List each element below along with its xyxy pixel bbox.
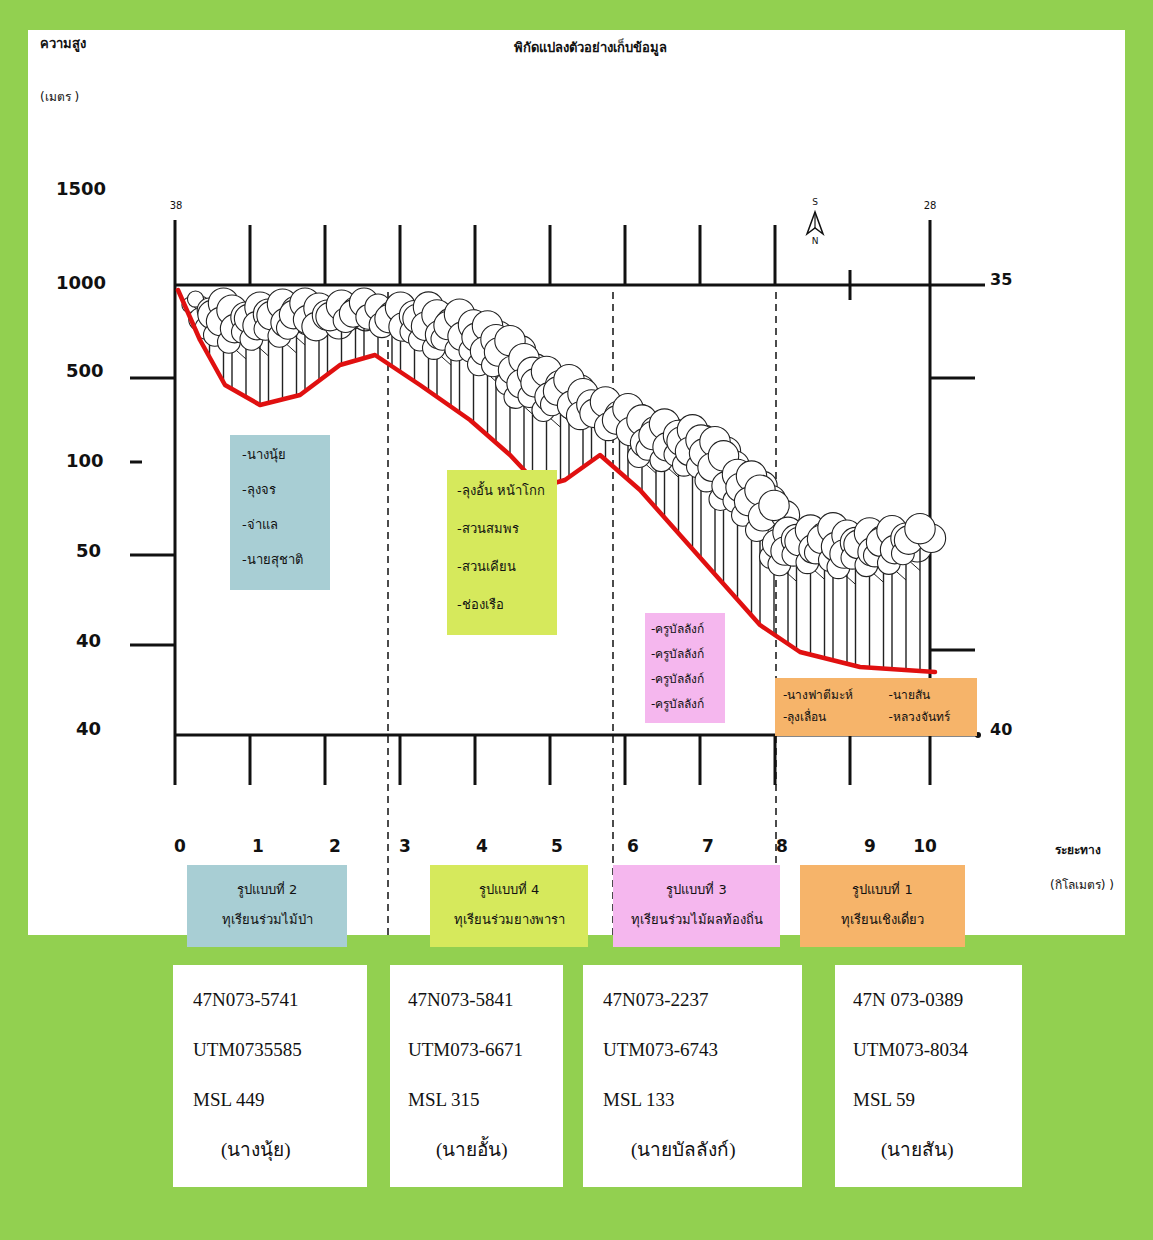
name-list-box: -ลุงอั้น หน้าโกก-สวนสมพร-สวนเคียน-ช่องเร… [447, 470, 557, 635]
box-text: -นางนุ้ย [242, 437, 318, 472]
box-text: ทุเรียนเชิงเดี่ยว [808, 905, 957, 935]
pattern-heading: รูปแบบที่ 4 [438, 875, 580, 905]
compass-letter: N [812, 236, 819, 247]
name-list-box: -ครูบัลลังก์-ครูบัลลังก์-ครูบัลลังก์-ครู… [645, 613, 725, 723]
grid-number: 35 [990, 270, 1012, 289]
north-arrow [807, 212, 823, 234]
pattern-box: รูปแบบที่ 1ทุเรียนเชิงเดี่ยว [800, 865, 965, 947]
terrain-line [178, 290, 935, 672]
pattern-box: รูปแบบที่ 4ทุเรียนร่วมยางพารา [430, 865, 588, 947]
box-text: 47N073-2237 [603, 975, 782, 1025]
pattern-heading: รูปแบบที่ 1 [808, 875, 957, 905]
diagram-title: พิกัดแปลงตัวอย่างเก็บข้อมูล [514, 40, 667, 56]
box-text: -ช่องเรือ [457, 586, 547, 624]
box-text: UTM073-8034 [853, 1025, 1004, 1075]
box-text: -ครูบัลลังก์ [651, 617, 719, 642]
distance-value: 8 [776, 836, 788, 856]
tree-crown [759, 490, 789, 520]
grid-number: 38 [170, 200, 183, 212]
box-text: -นายสุชาติ [242, 542, 318, 577]
name-grid: -นางฟาตีมะห์ -นายสัน -ลุงเลื่อน -หลวงจันทร์ [783, 684, 969, 728]
box-text: MSL 59 [853, 1075, 1004, 1125]
axis-unit: (กิโลเมตร) ) [1050, 878, 1114, 892]
white-panel [28, 30, 1125, 935]
box-text: -นายสัน [889, 684, 970, 706]
box-text: MSL 133 [603, 1075, 782, 1125]
box-text: ทุเรียนร่วมไม้ป่า [195, 905, 339, 935]
box-text: MSL 315 [408, 1075, 545, 1125]
distance-value: 5 [551, 836, 563, 856]
tree-trunk [919, 533, 920, 672]
box-text: -ลุงจร [242, 472, 318, 507]
box-text: -สวนเคียน [457, 548, 547, 586]
box-text: ทุเรียนร่วมยางพารา [438, 905, 580, 935]
axis-title: ระยะทาง [1055, 843, 1101, 857]
name-list-box: -นางนุ้ย-ลุงจร-จ่าแล-นายสุชาติ [230, 435, 330, 590]
height-value: 40 [76, 630, 101, 652]
height-value: 500 [66, 360, 104, 382]
pattern-heading: รูปแบบที่ 2 [195, 875, 339, 905]
axis-unit: (เมตร ) [40, 90, 79, 104]
coordinate-box: 47N073-2237UTM073-6743MSL 133(นายบัลลังก… [583, 965, 802, 1187]
box-text: -สวนสมพร [457, 510, 547, 548]
distance-value: 1 [252, 836, 264, 856]
distance-value: 2 [329, 836, 341, 856]
axis-frame [130, 220, 985, 785]
distance-value: 10 [913, 836, 937, 856]
box-text: (นายอั้น) [408, 1125, 545, 1175]
box-text: -ลุงอั้น หน้าโกก [457, 472, 547, 510]
distance-value: 7 [702, 836, 714, 856]
coordinate-box: 47N 073-0389UTM073-8034MSL 59(นายสัน) [835, 965, 1022, 1187]
distance-value: 0 [174, 836, 186, 856]
box-text: UTM0735585 [193, 1025, 347, 1075]
box-text: (นายบัลลังก์) [603, 1125, 782, 1175]
distance-value: 4 [476, 836, 488, 856]
tree-crown [905, 514, 935, 544]
height-value: 40 [76, 718, 101, 740]
distance-value: 6 [627, 836, 639, 856]
box-text: -นางฟาตีมะห์ [783, 684, 873, 706]
box-text: -หลวงจันทร์ [889, 706, 970, 728]
box-text: 47N073-5741 [193, 975, 347, 1025]
pattern-box: รูปแบบที่ 3ทุเรียนร่วมไม้ผลท้องถิ่น [613, 865, 780, 947]
box-text: (นางนุ้ย) [193, 1125, 347, 1175]
box-text: -ลุงเลื่อน [783, 706, 873, 728]
box-text: -ครูบัลลังก์ [651, 692, 719, 717]
box-text: -จ่าแล [242, 507, 318, 542]
box-text: 47N 073-0389 [853, 975, 1004, 1025]
box-text: -ครูบัลลังก์ [651, 667, 719, 692]
box-text: (นายสัน) [853, 1125, 1004, 1175]
box-text: MSL 449 [193, 1075, 347, 1125]
pattern-heading: รูปแบบที่ 3 [621, 875, 772, 905]
coordinate-box: 47N073-5741UTM0735585MSL 449(นางนุ้ย) [173, 965, 367, 1187]
name-list-box: -นางฟาตีมะห์ -นายสัน -ลุงเลื่อน -หลวงจันทร์ [775, 678, 977, 736]
grid-number: 40 [990, 720, 1012, 739]
height-value: 1000 [56, 272, 106, 294]
zone-divider [388, 292, 776, 935]
box-text: UTM073-6671 [408, 1025, 545, 1075]
height-value: 50 [76, 540, 101, 562]
distance-value: 9 [864, 836, 876, 856]
height-value: 100 [66, 450, 104, 472]
compass-letter: S [812, 197, 818, 208]
coordinate-box: 47N073-5841UTM073-6671MSL 315(นายอั้น) [390, 965, 563, 1187]
box-text: ทุเรียนร่วมไม้ผลท้องถิ่น [621, 905, 772, 935]
pattern-box: รูปแบบที่ 2ทุเรียนร่วมไม้ป่า [187, 865, 347, 947]
height-value: 1500 [56, 178, 106, 200]
box-text: UTM073-6743 [603, 1025, 782, 1075]
box-text: -ครูบัลลังก์ [651, 642, 719, 667]
axis-title: ความสูง [40, 36, 86, 52]
distance-value: 3 [399, 836, 411, 856]
box-text: 47N073-5841 [408, 975, 545, 1025]
grid-number: 28 [924, 200, 937, 212]
